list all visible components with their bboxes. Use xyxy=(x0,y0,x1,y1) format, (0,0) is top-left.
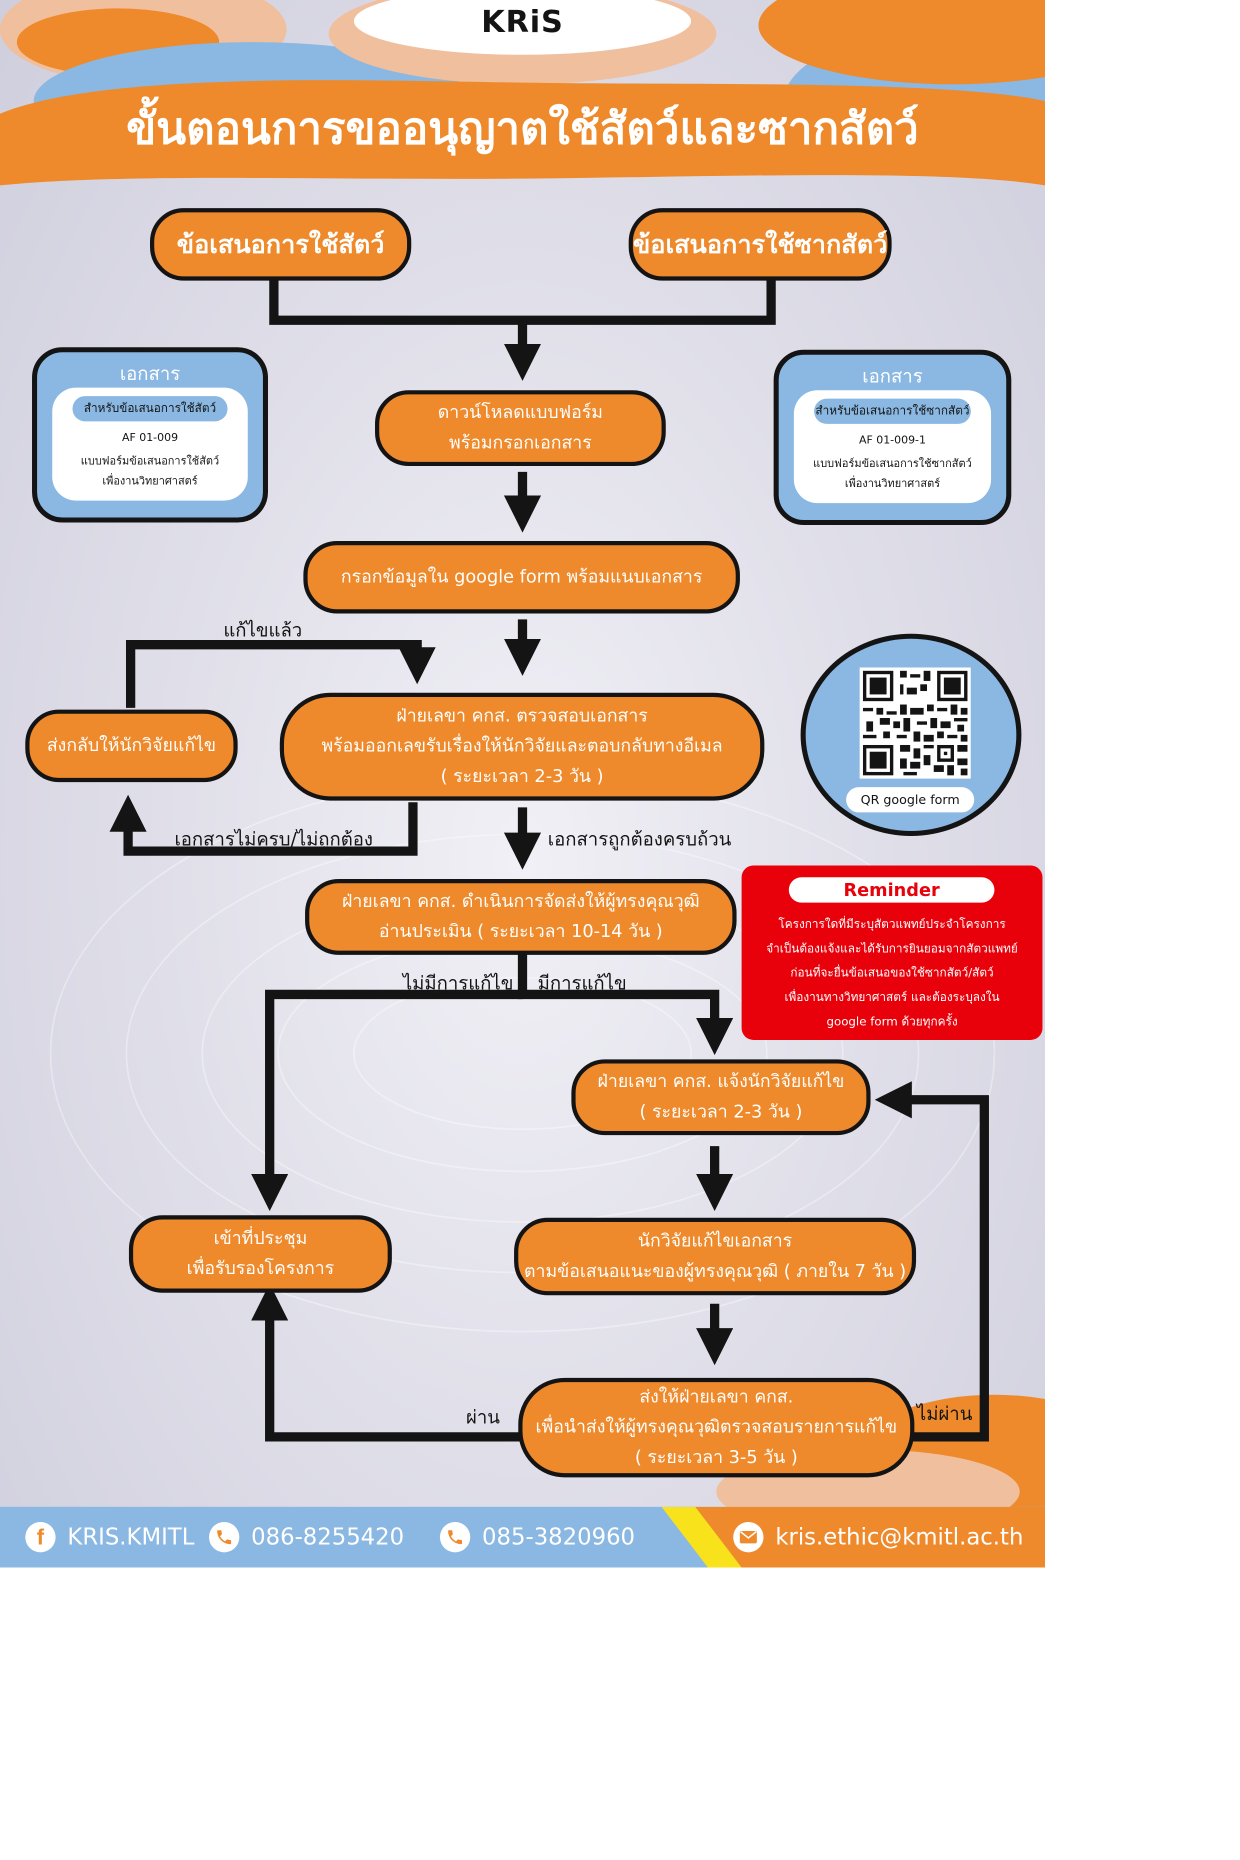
step-text: นักวิจัยแก้ไขเอกสาร xyxy=(637,1230,793,1251)
step-text: ( ระยะเวลา 3-5 วัน ) xyxy=(634,1446,798,1468)
step-resubmit: ส่งให้ฝ่ายเลขา คกส. เพื่อนำส่งให้ผู้ทรงค… xyxy=(518,1377,915,1478)
footer-accent xyxy=(661,1506,1045,1568)
step-text: เพื่อรับรองโครงการ xyxy=(186,1258,335,1279)
mail-icon xyxy=(733,1521,764,1553)
document-heading: เอกสาร xyxy=(119,364,181,386)
step-researcher-revise: นักวิจัยแก้ไขเอกสาร ตามข้อเสนอแนะของผู้ท… xyxy=(514,1217,917,1296)
step-text: ( ระยะเวลา 2-3 วัน ) xyxy=(440,765,604,787)
proposal-carcass-label: ข้อเสนอการใช้ซากสัตว์ xyxy=(633,229,888,260)
step-text: อ่านประเมิน ( ระยะเวลา 10-14 วัน ) xyxy=(378,921,663,942)
step-download-form: ดาวน์โหลดแบบฟอร์ม พร้อมกรอกเอกสาร xyxy=(375,390,666,467)
step-text: ส่งกลับให้นักวิจัยแก้ไข xyxy=(46,735,217,756)
document-line: เพื่องานวิทยาศาสตร์ xyxy=(102,475,198,488)
phone-icon xyxy=(208,1521,240,1553)
step-text: ส่งให้ฝ่ายเลขา คกส. xyxy=(639,1386,794,1407)
step-text: พร้อมออกเลขรับเรื่องให้นักวิจัยและตอบกลั… xyxy=(321,735,723,757)
label-fail: ไม่ผ่าน xyxy=(916,1404,973,1426)
reminder-box: Reminder โครงการใดที่มีระบุสัตวแพทย์ประจ… xyxy=(741,865,1043,1040)
step-text: เพื่อนำส่งให้ผู้ทรงคุณวุฒิตรวจสอบรายการแ… xyxy=(535,1416,898,1438)
document-line: เพื่องานวิทยาศาสตร์ xyxy=(844,477,941,491)
step-return-researcher: ส่งกลับให้นักวิจัยแก้ไข xyxy=(25,709,238,783)
document-heading: เอกสาร xyxy=(862,366,923,388)
footer-phone-1[interactable]: 086-8255420 xyxy=(208,1521,405,1553)
reminder-line: จำเป็นต้องแจ้งและได้รับการยินยอมจากสัตวแ… xyxy=(766,942,1018,956)
step-text: ตามข้อเสนอแนะของผู้ทรงคุณวุฒิ ( ภายใน 7 … xyxy=(524,1260,907,1281)
flow-connectors xyxy=(109,273,989,1442)
label-incomplete: เอกสารไม่ครบ/ไม่ถูกต้อง xyxy=(174,829,373,851)
facebook-icon: f xyxy=(25,1521,56,1553)
label-pass: ผ่าน xyxy=(466,1407,500,1429)
qr-code-icon xyxy=(859,667,971,779)
step-text: พร้อมกรอกเอกสาร xyxy=(449,432,592,453)
step-text: กรอกข้อมูลใน google form พร้อมแนบเอกสาร xyxy=(340,566,703,587)
phone-text: 086-8255420 xyxy=(251,1524,405,1551)
facebook-text: KRIS.KMITL xyxy=(67,1524,195,1551)
proposal-carcass-box: ข้อเสนอการใช้ซากสัตว์ xyxy=(628,208,892,281)
document-line: แบบฟอร์มข้อเสนอการใช้สัตว์ xyxy=(80,455,220,468)
reminder-line: google form ด้วยทุกครั้ง xyxy=(826,1015,958,1029)
step-text: ฝ่ายเลขา คกส. แจ้งนักวิจัยแก้ไข xyxy=(597,1071,845,1092)
label-fixed: แก้ไขแล้ว xyxy=(223,620,303,642)
step-text: ( ระยะเวลา 2-3 วัน ) xyxy=(639,1101,803,1122)
proposal-animal-label: ข้อเสนอการใช้สัตว์ xyxy=(176,229,385,260)
reminder-line: โครงการใดที่มีระบุสัตวแพทย์ประจำโครงการ xyxy=(778,917,1006,932)
step-text: ฝ่ายเลขา คกส. ตรวจสอบเอกสาร xyxy=(396,705,648,726)
step-notify-revision: ฝ่ายเลขา คกส. แจ้งนักวิจัยแก้ไข ( ระยะเว… xyxy=(571,1059,871,1136)
footer-facebook[interactable]: f KRIS.KMITL xyxy=(25,1521,195,1553)
page-title: ขั้นตอนการขออนุญาตใช้สัตว์และซากสัตว์ xyxy=(126,103,919,155)
document-code: AF 01-009 xyxy=(121,431,179,445)
document-pill: สำหรับข้อเสนอการใช้ซากสัตว์ xyxy=(814,398,971,424)
proposal-animal-box: ข้อเสนอการใช้สัตว์ xyxy=(150,208,412,281)
step-text: ฝ่ายเลขา คกส. ดำเนินการจัดส่งให้ผู้ทรงคุ… xyxy=(341,891,700,912)
document-code: AF 01-009-1 xyxy=(858,434,926,447)
document-pill: สำหรับข้อเสนอการใช้สัตว์ xyxy=(72,396,228,422)
footer-email[interactable]: kris.ethic@kmitl.ac.th xyxy=(733,1521,1024,1553)
document-card: สำหรับข้อเสนอการใช้ซากสัตว์ AF 01-009-1 … xyxy=(793,390,992,504)
phone-text: 085-3820960 xyxy=(482,1524,636,1551)
document-box-right: เอกสาร สำหรับข้อเสนอการใช้ซากสัตว์ AF 01… xyxy=(773,349,1012,526)
step-google-form: กรอกข้อมูลใน google form พร้อมแนบเอกสาร xyxy=(303,541,740,614)
reminder-line: เพื่องานทางวิทยาศาสตร์ และต้องระบุลงใน xyxy=(784,991,1000,1005)
document-line: แบบฟอร์มข้อเสนอการใช้ซากสัตว์ xyxy=(813,457,972,471)
infographic: KRiS ขั้นตอนการขออนุญาตใช้สัตว์และซากสัต… xyxy=(0,0,1045,1568)
reminder-line: ก่อนที่จะยื่นข้อเสนอของใช้ซากสัตว์/สัตว์ xyxy=(790,966,994,981)
label-has-revision: มีการแก้ไข xyxy=(537,973,627,995)
phone-icon xyxy=(439,1521,471,1553)
qr-caption: QR google form xyxy=(846,787,975,813)
step-send-expert: ฝ่ายเลขา คกส. ดำเนินการจัดส่งให้ผู้ทรงคุ… xyxy=(305,878,737,955)
step-text: ดาวน์โหลดแบบฟอร์ม xyxy=(437,402,603,423)
reminder-text: โครงการใดที่มีระบุสัตวแพทย์ประจำโครงการ … xyxy=(742,913,1043,1035)
label-no-revision: ไม่มีการแก้ไข xyxy=(402,973,514,995)
label-complete: เอกสารถูกต้องครบถ้วน xyxy=(547,829,732,851)
document-box-left: เอกสาร สำหรับข้อเสนอการใช้สัตว์ AF 01-00… xyxy=(32,347,268,523)
kris-logo: KRiS xyxy=(481,4,564,40)
step-secretary-check: ฝ่ายเลขา คกส. ตรวจสอบเอกสาร พร้อมออกเลขร… xyxy=(279,692,765,801)
step-committee-meeting: เข้าที่ประชุม เพื่อรับรองโครงการ xyxy=(128,1215,392,1293)
reminder-title: Reminder xyxy=(788,877,995,903)
footer-phone-2[interactable]: 085-3820960 xyxy=(439,1521,636,1553)
document-card: สำหรับข้อเสนอการใช้สัตว์ AF 01-009 แบบฟอ… xyxy=(52,387,248,501)
step-text: เข้าที่ประชุม xyxy=(213,1228,308,1249)
email-text: kris.ethic@kmitl.ac.th xyxy=(775,1524,1024,1551)
qr-code-circle[interactable]: QR google form xyxy=(800,633,1022,836)
